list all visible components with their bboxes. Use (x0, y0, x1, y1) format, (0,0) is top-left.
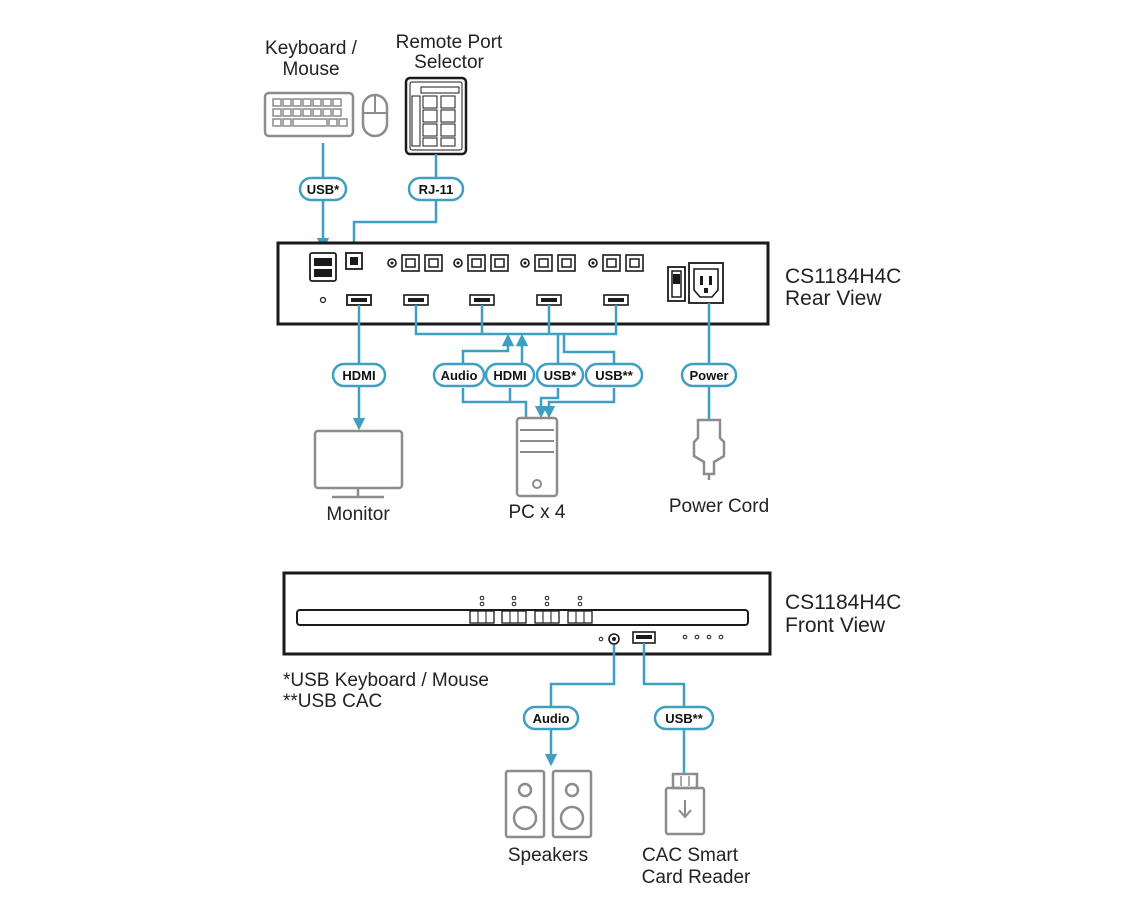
kbm-usb-pill: USB* (298, 176, 348, 202)
svg-text:HDMI: HDMI (342, 368, 375, 383)
cac-reader-label-line1: CAC Smart (642, 845, 739, 866)
footnote-usb-kbm: *USB Keyboard / Mouse (283, 670, 489, 691)
monitor-hdmi-pill: HDMI (331, 362, 387, 388)
remote-rj11-pill: RJ-11 (407, 176, 465, 202)
footnote-usb-cac: **USB CAC (283, 691, 382, 712)
svg-text:Power: Power (689, 368, 728, 383)
front-audio-jack (608, 633, 620, 645)
front-led-indicators (682, 634, 724, 640)
pc-port-group-1 (387, 254, 443, 272)
monitor-label: Monitor (326, 504, 390, 525)
pc-hdmi-pill: HDMI (484, 362, 536, 388)
monitor-icon (313, 429, 404, 499)
cac-usb-pill: USB** (653, 705, 715, 731)
mouse-icon (361, 93, 389, 138)
cac-reader-label-line2: Card Reader (642, 867, 751, 888)
speaker-audio-cable (544, 645, 616, 767)
speaker-audio-pill: Audio (522, 705, 580, 731)
rj11-port (345, 252, 363, 270)
power-pill: Power (680, 362, 738, 388)
front-title-view: Front View (785, 614, 886, 637)
power-cord-label: Power Cord (669, 496, 769, 517)
pc-usb-pill: USB* (535, 362, 585, 388)
port-select-buttons (469, 595, 593, 624)
svg-text:HDMI: HDMI (493, 368, 526, 383)
rear-reset-hole (319, 296, 327, 304)
svg-text:USB**: USB** (595, 368, 634, 383)
cac-reader-icon (664, 772, 706, 836)
remote-rj11-cable (352, 154, 438, 253)
speakers-label: Speakers (508, 845, 588, 866)
console-usb-ports (309, 252, 337, 282)
svg-text:RJ-11: RJ-11 (419, 182, 454, 197)
remote-port-selector-icon (404, 76, 468, 156)
pc-label: PC x 4 (508, 502, 565, 523)
front-indicator-dot (598, 636, 604, 642)
pc-cable-bundle (414, 305, 618, 419)
svg-text:USB**: USB** (665, 711, 704, 726)
remote-selector-label-line2: Selector (414, 52, 484, 73)
front-title-model: CS1184H4C (785, 591, 901, 614)
keyboard-mouse-label-line2: Mouse (282, 59, 339, 80)
power-plug-icon (692, 418, 726, 480)
svg-text:USB*: USB* (544, 368, 577, 383)
pc-port-group-2 (453, 254, 509, 272)
rear-title-view: Rear View (785, 287, 882, 310)
speakers-icon (504, 769, 593, 839)
remote-selector-label-line1: Remote Port (396, 32, 503, 53)
pc-tower-icon (515, 416, 559, 498)
power-socket (688, 262, 724, 304)
pc-audio-pill: Audio (432, 362, 486, 388)
keyboard-icon (263, 91, 355, 138)
rear-title-model: CS1184H4C (785, 265, 901, 288)
svg-text:Audio: Audio (533, 711, 570, 726)
pc-port-group-4 (588, 254, 644, 272)
power-switch (667, 266, 686, 302)
pc-port-group-3 (520, 254, 576, 272)
keyboard-mouse-label-line1: Keyboard / (265, 38, 358, 59)
svg-text:Audio: Audio (441, 368, 478, 383)
svg-text:USB*: USB* (307, 182, 340, 197)
console-hdmi-port (346, 294, 372, 306)
pc-usb-cac-pill: USB** (584, 362, 644, 388)
front-usb-port (632, 631, 656, 644)
